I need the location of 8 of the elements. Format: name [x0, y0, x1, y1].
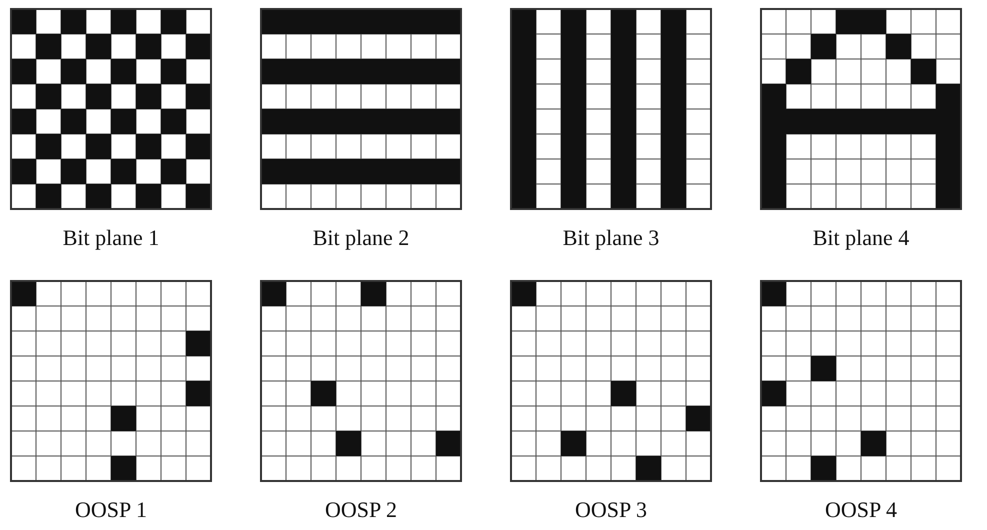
grid-caption: OOSP 2	[325, 496, 397, 524]
grid-caption: Bit plane 2	[312, 224, 410, 252]
grid-caption: Bit plane 1	[62, 224, 160, 252]
grid-caption: Bit plane 4	[812, 224, 910, 252]
grid-caption: OOSP 3	[575, 496, 647, 524]
grid-caption: OOSP 4	[825, 496, 897, 524]
grid-caption: OOSP 1	[75, 496, 147, 524]
grid-caption: Bit plane 3	[562, 224, 660, 252]
